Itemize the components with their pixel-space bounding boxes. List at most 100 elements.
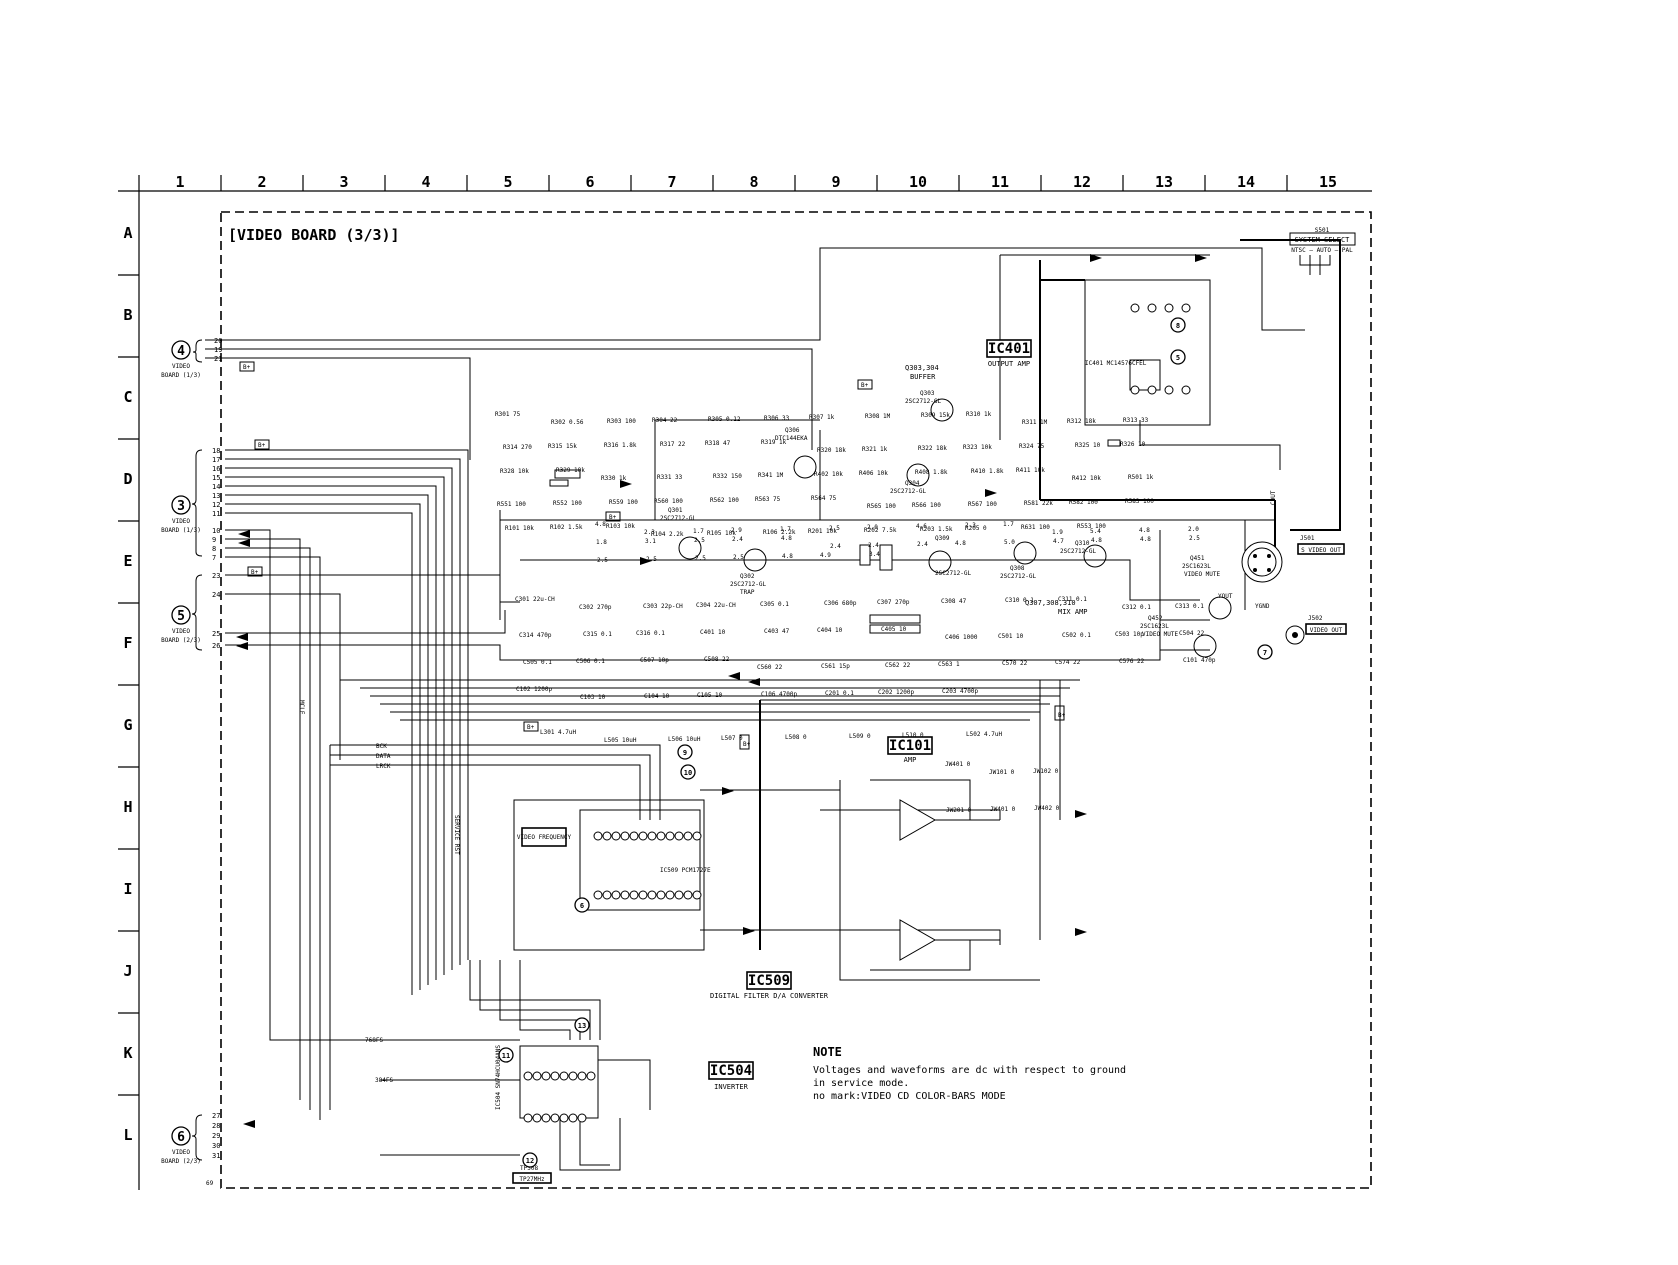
ic504-ref: IC504: [710, 1063, 752, 1079]
resistor-label: R563 75: [755, 496, 781, 503]
signal-data: DATA: [376, 753, 391, 760]
row-letters: A B C D E F G H I J K L: [123, 224, 132, 1144]
resistor-label: R324 75: [1019, 443, 1045, 450]
waveform-ref: 12: [526, 1157, 534, 1165]
opamp-ic101-2: [899, 919, 937, 961]
resistor-label: R406 10k: [859, 470, 888, 477]
resistor-label: R317 22: [660, 441, 686, 448]
inductor-label: L505 10uH: [604, 737, 637, 744]
svg-text:29: 29: [212, 1132, 220, 1140]
q306-part: DTC144EKA: [775, 435, 808, 442]
svg-text:23: 23: [212, 572, 220, 580]
resistor-label: R312 18k: [1067, 418, 1096, 425]
svg-text:VIDEO: VIDEO: [172, 518, 190, 525]
voltage-label: 2.4: [830, 543, 841, 550]
capacitor-label: C313 0.1: [1175, 603, 1204, 610]
capacitor-label: C570 22: [1002, 660, 1028, 667]
waveform-ref: 8: [1176, 322, 1180, 330]
capacitor-label: C508 22: [704, 656, 730, 663]
q301-part: 2SC2712-GL: [660, 515, 697, 522]
voltage-label: 2.5: [829, 525, 840, 532]
resistor-label: R313 33: [1123, 417, 1149, 424]
q306-ref: Q306: [785, 427, 800, 434]
capacitor-label: C106 4700p: [761, 691, 798, 698]
capacitor-label: C503 10p: [1115, 631, 1144, 638]
voltage-label: 2.5: [733, 554, 744, 561]
resistor-label: R552 100: [553, 500, 582, 507]
resistor-label: R562 100: [710, 497, 739, 504]
voltage-label: 2.4: [868, 542, 879, 549]
resistor-label: R631 100: [1021, 524, 1050, 531]
signal-mcle: MCLE: [298, 700, 305, 715]
row-letter: K: [123, 1044, 132, 1062]
capacitor-label: C315 0.1: [583, 631, 612, 638]
voltage-label: 2.5: [597, 557, 608, 564]
voltage-label: 2.5: [694, 537, 705, 544]
svg-text:25: 25: [212, 630, 220, 638]
bplus-marker: B+: [609, 514, 617, 521]
jumper-label: JW401 0: [945, 761, 971, 768]
resistor-label: R305 0.12: [708, 416, 741, 423]
bplus-marker: B+: [527, 724, 535, 731]
jumper-label: JW101 0: [989, 769, 1015, 776]
transistor-labels: Q303,304 BUFFER Q307,308,310 MIX AMP Q45…: [660, 364, 1221, 638]
capacitor-label: C312 0.1: [1122, 604, 1151, 611]
voltage-label: 2.5: [695, 555, 706, 562]
column-number: 7: [667, 173, 676, 191]
signal-lrck: LRCK: [376, 763, 391, 770]
q310-part: 2SC2712-GL: [1060, 548, 1097, 555]
ic509-desc: DIGITAL FILTER D/A CONVERTER: [710, 992, 829, 1000]
bplus-markers: B+B+B+B+B+B+B+B+: [243, 364, 1066, 748]
voltage-label: 2.4: [917, 541, 928, 548]
svg-text:30: 30: [212, 1142, 220, 1150]
q308-part: 2SC2712-GL: [1000, 573, 1037, 580]
capacitor-label: C316 0.1: [636, 630, 665, 637]
note-line: Voltages and waveforms are dc with respe…: [813, 1065, 1126, 1076]
q303-304-ref: Q303,304: [905, 364, 939, 372]
q451-desc: VIDEO MUTE: [1184, 571, 1221, 578]
row-letter: H: [123, 798, 132, 816]
svg-text:11: 11: [212, 510, 220, 518]
resistor-label: R106 2.2k: [763, 529, 796, 536]
ic509-block: IC509 DIGITAL FILTER D/A CONVERTER IC509…: [660, 867, 829, 1000]
svg-text:9: 9: [212, 536, 216, 544]
q309-ref: Q309: [935, 535, 950, 542]
waveform-ref: 5: [1176, 354, 1180, 362]
resistor-label: R326 10: [1120, 441, 1146, 448]
resistor-label: R411 10k: [1016, 467, 1045, 474]
inductor-label: L508 0: [785, 734, 807, 741]
ic401-box: [1084, 279, 1211, 426]
resistor-label: R310 1k: [966, 411, 992, 418]
capacitor-label: C314 470p: [519, 632, 552, 639]
q303-part: 2SC2712-GL: [905, 398, 942, 405]
capacitor-label: C574 22: [1055, 659, 1081, 666]
resistor-label: R104 2.2k: [651, 531, 684, 538]
resistor-label: R581 22k: [1024, 500, 1053, 507]
resistor-label: R201 10k: [808, 528, 837, 535]
tp508-ref: TP508: [520, 1165, 538, 1172]
resistor-label: R341 1M: [758, 472, 784, 479]
voltage-label: 2.0: [867, 524, 878, 531]
column-numbers: 1 2 3 4 5 6 7 8 9 10 11 12 13 14 15: [175, 173, 1337, 191]
capacitor-label: C507 10p: [640, 657, 669, 664]
voltage-label: 4.8: [781, 535, 792, 542]
column-number: 10: [909, 173, 927, 191]
svg-text:21: 21: [214, 355, 222, 363]
waveform-ref: 13: [578, 1022, 586, 1030]
board-outline: [220, 211, 1372, 1189]
voltage-label: 5.4: [1090, 528, 1101, 535]
capacitor-label: C304 22u-CH: [696, 602, 736, 609]
capacitor-label: C307 270p: [877, 599, 910, 606]
q304-ref: Q304: [905, 480, 920, 487]
svg-text:14: 14: [212, 483, 220, 491]
inductor-label: L301 4.7uH: [540, 729, 577, 736]
capacitor-label: C404 10: [817, 627, 843, 634]
ic509-box: [579, 809, 701, 911]
column-number: 14: [1237, 173, 1255, 191]
q452-desc: VIDEO MUTE: [1142, 631, 1179, 638]
column-number: 5: [503, 173, 512, 191]
q451-part: 2SC1623L: [1182, 563, 1211, 570]
jumper-label: JW401 0: [990, 806, 1016, 813]
